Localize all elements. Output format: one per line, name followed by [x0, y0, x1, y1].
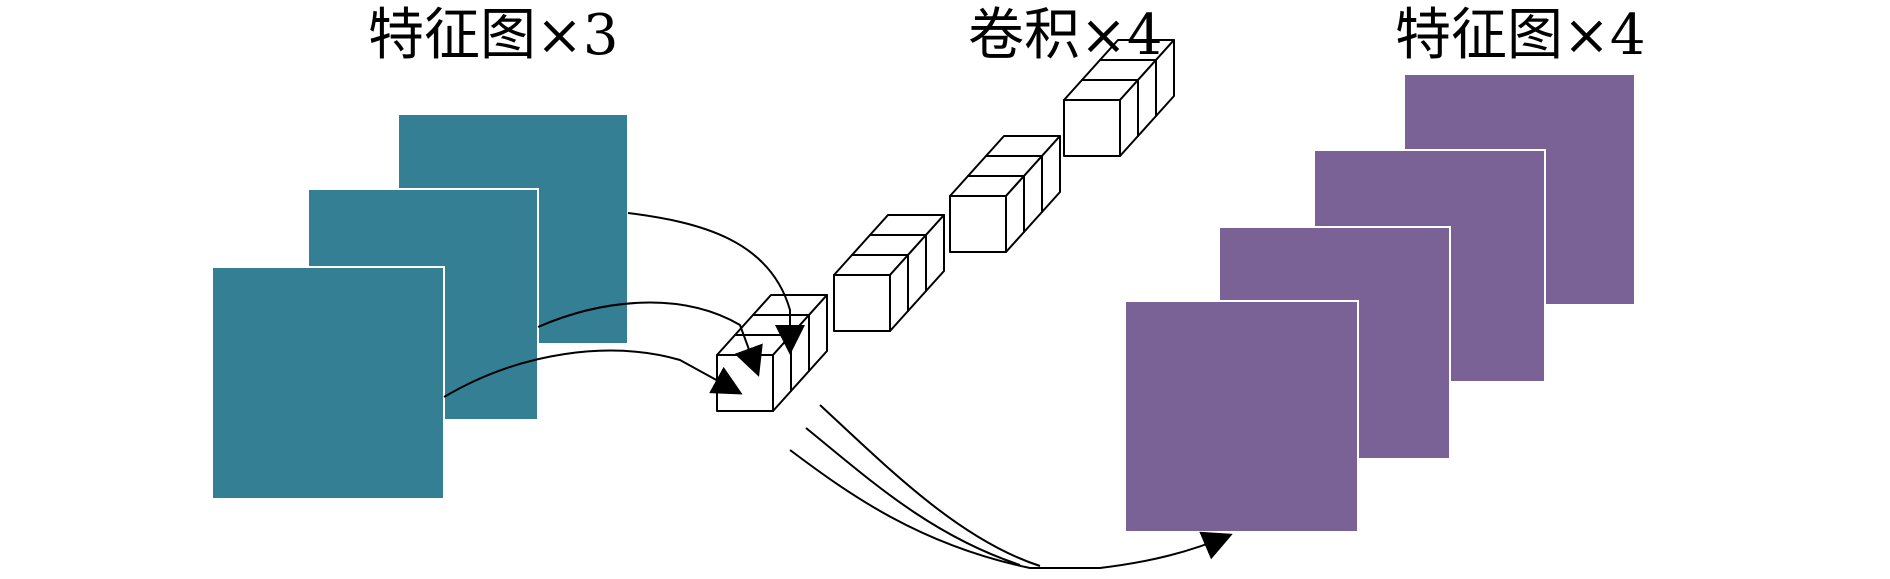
- input-feature-maps: [211, 113, 629, 500]
- input-maps-label: 特征图×3: [368, 3, 619, 68]
- connection-to-output-a: [819, 404, 1041, 567]
- convolution-kernels: [716, 39, 1175, 412]
- input-connections: [443, 212, 805, 398]
- connection-to-output-c: [789, 449, 1233, 569]
- output-feature-maps: [1124, 73, 1636, 533]
- kernel-2-layer-1-front: [833, 274, 891, 332]
- output-connections: [789, 404, 1233, 569]
- kernel-1: [716, 294, 828, 412]
- output-maps-label: 特征图×4: [1395, 3, 1646, 68]
- kernel-3: [949, 135, 1061, 253]
- kernel-4-layer-1-front: [1063, 99, 1121, 157]
- connection-from-map-1: [443, 349, 743, 398]
- connection-from-map-2: [537, 301, 763, 377]
- kernels-label: 卷积×4: [968, 3, 1163, 68]
- output-map-1: [1124, 300, 1359, 533]
- kernel-1-layer-1-front: [716, 354, 774, 412]
- kernel-4: [1063, 39, 1175, 157]
- input-map-1: [211, 266, 445, 500]
- kernel-2: [833, 214, 945, 332]
- connection-from-map-3: [627, 212, 805, 355]
- kernel-3-layer-1-front: [949, 195, 1007, 253]
- connection-to-output-b: [805, 427, 1021, 566]
